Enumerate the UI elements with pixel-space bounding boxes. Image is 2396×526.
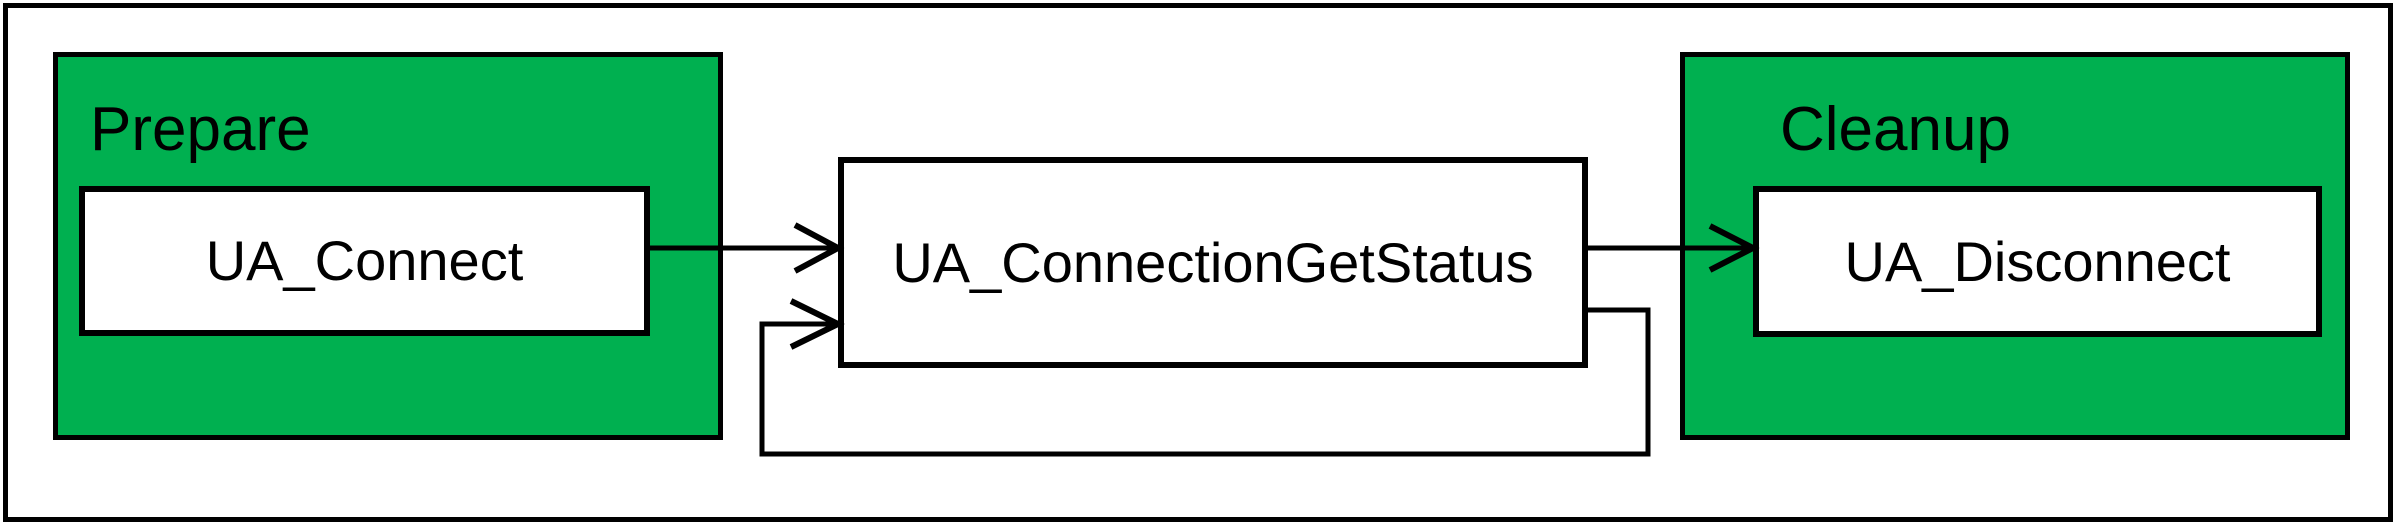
node-ua-disconnect: UA_Disconnect [1753,186,2322,337]
node-ua-connect: UA_Connect [79,186,650,336]
node-ua-connection-get-status: UA_ConnectionGetStatus [838,157,1588,368]
node-ua-connect-label: UA_Connect [205,229,524,292]
group-prepare-label: Prepare [90,95,311,164]
node-ua-disconnect-label: UA_Disconnect [1844,229,2231,293]
group-cleanup-label: Cleanup [1780,95,2011,164]
node-ua-connection-get-status-label: UA_ConnectionGetStatus [892,230,1534,294]
outer-frame [3,3,2393,522]
